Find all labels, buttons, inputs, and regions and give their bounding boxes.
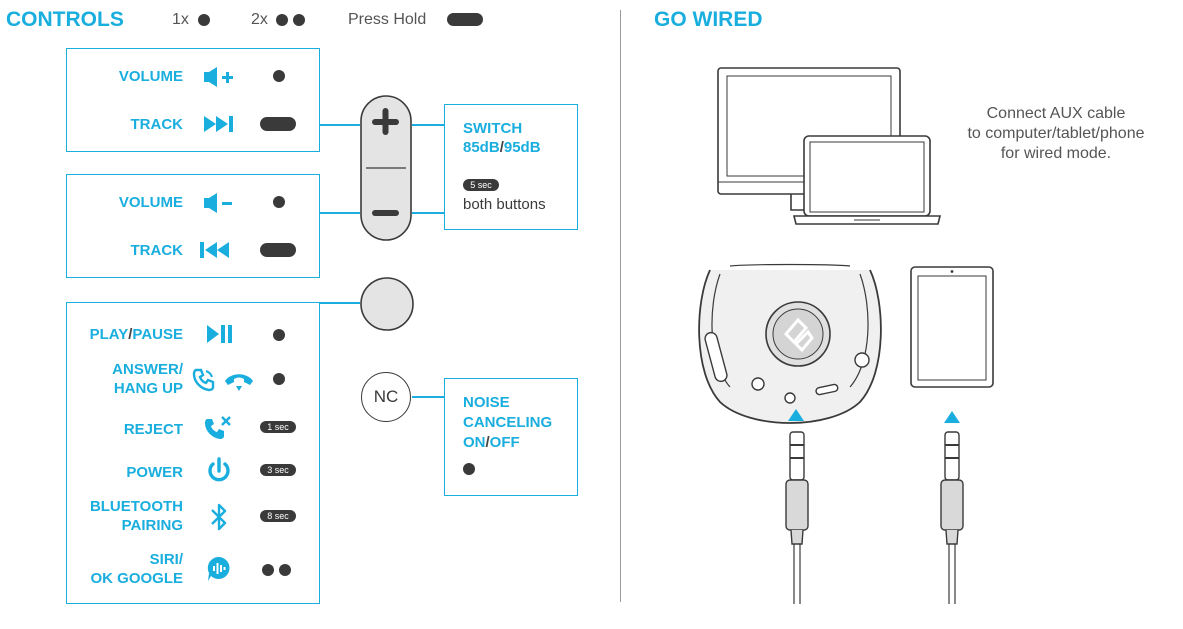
noise-off: OFF — [489, 434, 520, 451]
volume-down-label: VOLUME — [118, 194, 183, 211]
volume-rocker-button[interactable] — [359, 94, 415, 244]
legend-once-label: 1x — [172, 11, 189, 28]
go-wired-instructions: Connect AUX cable to computer/tablet/pho… — [956, 104, 1156, 164]
main-controls-box: PLAY/PAUSE ANSWER/ HANG UP REJECT 1 sec … — [66, 302, 320, 604]
nc-button[interactable]: NC — [361, 372, 411, 422]
reject-call-icon — [205, 416, 231, 439]
main-button[interactable] — [359, 276, 415, 332]
answer-call-icon — [192, 368, 215, 392]
volume-up-box: VOLUME TRACK — [66, 48, 320, 152]
next-track-icon — [204, 116, 233, 132]
hang-up-icon — [225, 374, 253, 391]
switch-db-values: 85dB/95dB — [463, 139, 541, 156]
noise-label: NOISE CANCELING ON/OFF — [463, 393, 552, 453]
legend-once: 1x — [172, 11, 189, 29]
press-hold-icon — [260, 117, 296, 131]
single-press-dot-icon — [273, 329, 285, 341]
volume-up-label: VOLUME — [118, 68, 183, 85]
connector-line — [320, 212, 360, 214]
brand-logo-icon — [783, 317, 814, 353]
bluetooth-time-badge: 8 sec — [260, 510, 296, 522]
go-wired-title: GO WIRED — [654, 8, 763, 31]
voice-assistant-icon — [207, 556, 230, 581]
single-press-dot-icon — [463, 463, 475, 475]
press-hold-icon — [260, 243, 296, 257]
section-divider — [620, 10, 621, 602]
reject-label: REJECT — [123, 421, 183, 438]
connector-line — [320, 302, 360, 304]
play-pause-icon — [207, 325, 232, 343]
track-next-label: TRACK — [130, 116, 184, 133]
volume-down-icon — [204, 193, 232, 213]
legend-twice-label: 2x — [251, 11, 268, 28]
headphone-earcup-illustration — [698, 263, 882, 424]
play-pause-label: PLAY/PAUSE — [89, 326, 183, 343]
connector-line — [412, 396, 444, 398]
laptop-icon — [792, 135, 942, 225]
double-press-dot-icon — [293, 14, 305, 26]
bluetooth-icon — [211, 503, 227, 531]
tablet-illustration — [910, 266, 994, 388]
legend-hold-label: Press Hold — [348, 11, 427, 28]
assistant-label: SIRI/ OK GOOGLE — [90, 550, 183, 588]
switch-note: both buttons — [463, 196, 546, 213]
switch-db-b: 95dB — [503, 139, 541, 156]
answer-label: ANSWER/ — [112, 361, 183, 378]
aux-cable-illustration — [785, 431, 809, 604]
track-prev-label: TRACK — [130, 242, 184, 259]
switch-time-badge: 5 sec — [463, 179, 499, 191]
switch-box: SWITCH 85dB/95dB 5 sec both buttons — [444, 104, 578, 230]
double-press-dot-icon — [262, 564, 274, 576]
reject-time-badge: 1 sec — [260, 421, 296, 433]
previous-track-icon — [200, 242, 229, 258]
arrow-up-icon — [944, 411, 960, 423]
connector-line — [320, 124, 360, 126]
power-label: POWER — [126, 464, 183, 481]
noise-on-off: ON/OFF — [463, 434, 520, 451]
computer-illustration — [717, 67, 942, 225]
noise-canceling-box: NOISE CANCELING ON/OFF — [444, 378, 578, 496]
noise-line2: CANCELING — [463, 414, 553, 431]
noise-on: ON — [463, 434, 486, 451]
connector-line — [412, 124, 444, 126]
aux-cable-illustration — [940, 431, 964, 604]
pause-label: PAUSE — [132, 326, 183, 343]
double-press-dot-icon — [279, 564, 291, 576]
bluetooth-label-line2: PAIRING — [121, 517, 183, 534]
single-press-dot-icon — [273, 373, 285, 385]
press-hold-icon — [447, 13, 483, 26]
switch-db-a: 85dB — [463, 139, 500, 156]
arrow-up-icon — [788, 409, 804, 421]
noise-line1: NOISE — [463, 394, 510, 411]
siri-label: SIRI/ — [149, 551, 183, 568]
hang-up-label: HANG UP — [113, 380, 183, 397]
single-press-dot-icon — [273, 196, 285, 208]
go-wired-line3: for wired mode. — [1000, 145, 1112, 162]
controls-title: CONTROLS — [6, 8, 124, 31]
go-wired-line2: to computer/tablet/phone — [967, 125, 1145, 142]
single-press-dot-icon — [198, 14, 210, 26]
single-press-dot-icon — [273, 70, 285, 82]
switch-title: SWITCH — [463, 120, 523, 137]
bluetooth-label: BLUETOOTH PAIRING — [90, 497, 183, 535]
bluetooth-label-line1: BLUETOOTH — [89, 498, 183, 515]
answer-hangup-label: ANSWER/ HANG UP — [112, 360, 183, 398]
play-label: PLAY — [89, 326, 129, 343]
volume-down-box: VOLUME TRACK — [66, 174, 320, 278]
ok-google-label: OK GOOGLE — [90, 570, 183, 587]
volume-up-icon — [204, 67, 233, 87]
nc-button-label: NC — [373, 387, 399, 406]
power-time-badge: 3 sec — [260, 464, 296, 476]
power-icon — [208, 457, 230, 482]
double-press-dot-icon — [276, 14, 288, 26]
go-wired-line1: Connect AUX cable — [986, 105, 1126, 122]
connector-line — [412, 212, 444, 214]
